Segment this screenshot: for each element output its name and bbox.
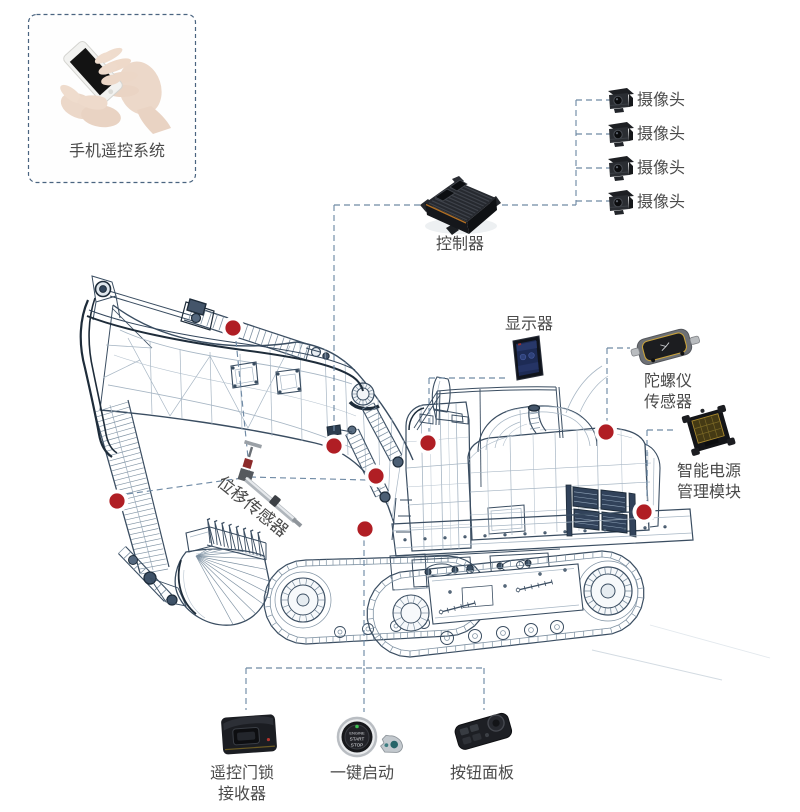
svg-text:显示器: 显示器	[505, 315, 553, 333]
svg-text:接收器: 接收器	[218, 785, 266, 803]
svg-text:ENGINE: ENGINE	[349, 731, 365, 736]
svg-text:摄像头: 摄像头	[637, 193, 685, 211]
svg-text:管理模块: 管理模块	[677, 483, 741, 501]
svg-text:STOP: STOP	[351, 743, 363, 748]
svg-text:控制器: 控制器	[436, 235, 484, 253]
svg-text:手机遥控系统: 手机遥控系统	[69, 142, 165, 160]
svg-text:遥控门锁: 遥控门锁	[210, 764, 274, 782]
svg-text:摄像头: 摄像头	[637, 125, 685, 143]
svg-text:一键启动: 一键启动	[330, 764, 394, 782]
svg-text:摄像头: 摄像头	[637, 159, 685, 177]
svg-text:摄像头: 摄像头	[637, 91, 685, 109]
svg-text:传感器: 传感器	[644, 393, 692, 411]
svg-text:智能电源: 智能电源	[677, 462, 741, 480]
svg-text:START: START	[350, 737, 365, 742]
svg-text:陀螺仪: 陀螺仪	[644, 372, 692, 390]
svg-text:按钮面板: 按钮面板	[450, 764, 514, 782]
